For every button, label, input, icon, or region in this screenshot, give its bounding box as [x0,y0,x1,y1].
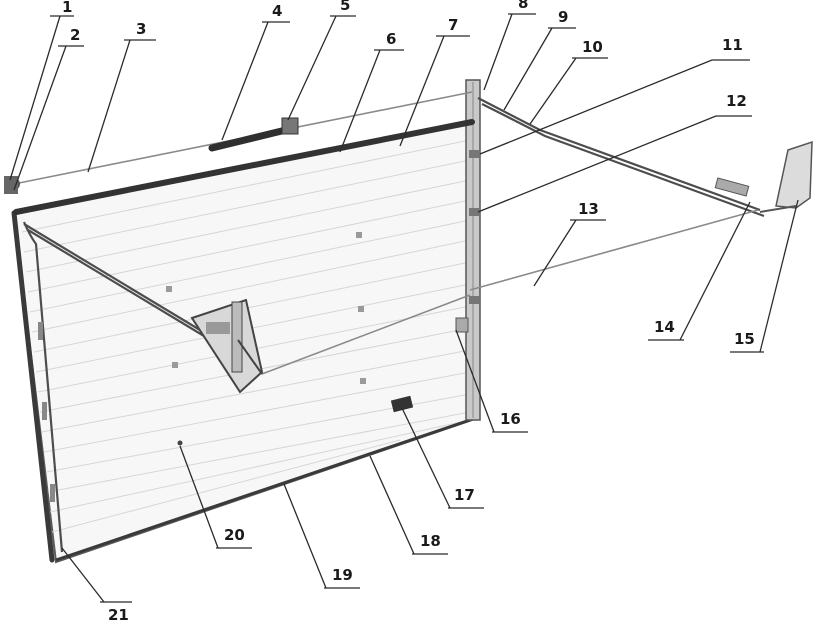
svg-text:13: 13 [578,200,599,218]
top-profile [13,119,475,215]
label-18: 18 [369,455,448,555]
svg-text:19: 19 [332,566,353,584]
bottom-seal [55,418,471,562]
svg-text:14: 14 [654,318,675,336]
label-5: 5 [287,0,356,121]
label-9: 9 [503,8,576,111]
label-3: 3 [87,20,156,173]
svg-text:3: 3 [136,20,146,38]
label-8: 8 [483,0,536,91]
label-13: 13 [533,200,606,287]
svg-text:9: 9 [558,8,568,26]
svg-text:10: 10 [582,38,603,56]
svg-text:18: 18 [420,532,441,550]
label-12: 12 [477,92,752,213]
svg-text:2: 2 [70,26,80,44]
rear-hanger [714,140,813,213]
label-10: 10 [529,38,608,125]
right-vertical-guide [455,79,481,421]
label-16: 16 [455,329,528,433]
label-14: 14 [648,201,751,341]
svg-text:17: 17 [454,486,475,504]
label-1: 1 [9,0,74,181]
label-4: 4 [221,2,290,141]
label-6: 6 [339,30,404,153]
svg-text:11: 11 [722,36,743,54]
label-17: 17 [401,407,484,509]
svg-text:4: 4 [272,2,282,20]
panel-hinges [166,232,366,384]
label-15: 15 [730,199,799,353]
svg-text:20: 20 [224,526,245,544]
svg-text:21: 21 [108,606,129,624]
label-7: 7 [399,16,470,147]
lock-point [177,440,183,446]
svg-text:12: 12 [726,92,747,110]
label-2: 2 [13,26,84,191]
label-20: 20 [179,445,252,549]
callout-labels: 1 2 3 4 5 6 [9,0,799,624]
svg-text:1: 1 [62,0,72,16]
svg-text:8: 8 [518,0,528,12]
label-21: 21 [61,547,132,624]
label-19: 19 [283,483,360,589]
svg-text:15: 15 [734,330,755,348]
svg-text:5: 5 [340,0,350,14]
top-shaft [4,91,473,194]
svg-text:16: 16 [500,410,521,428]
door-handle [390,395,414,413]
svg-text:6: 6 [386,30,396,48]
drive-bracket [190,298,264,394]
label-11: 11 [479,36,750,155]
svg-text:7: 7 [448,16,458,34]
